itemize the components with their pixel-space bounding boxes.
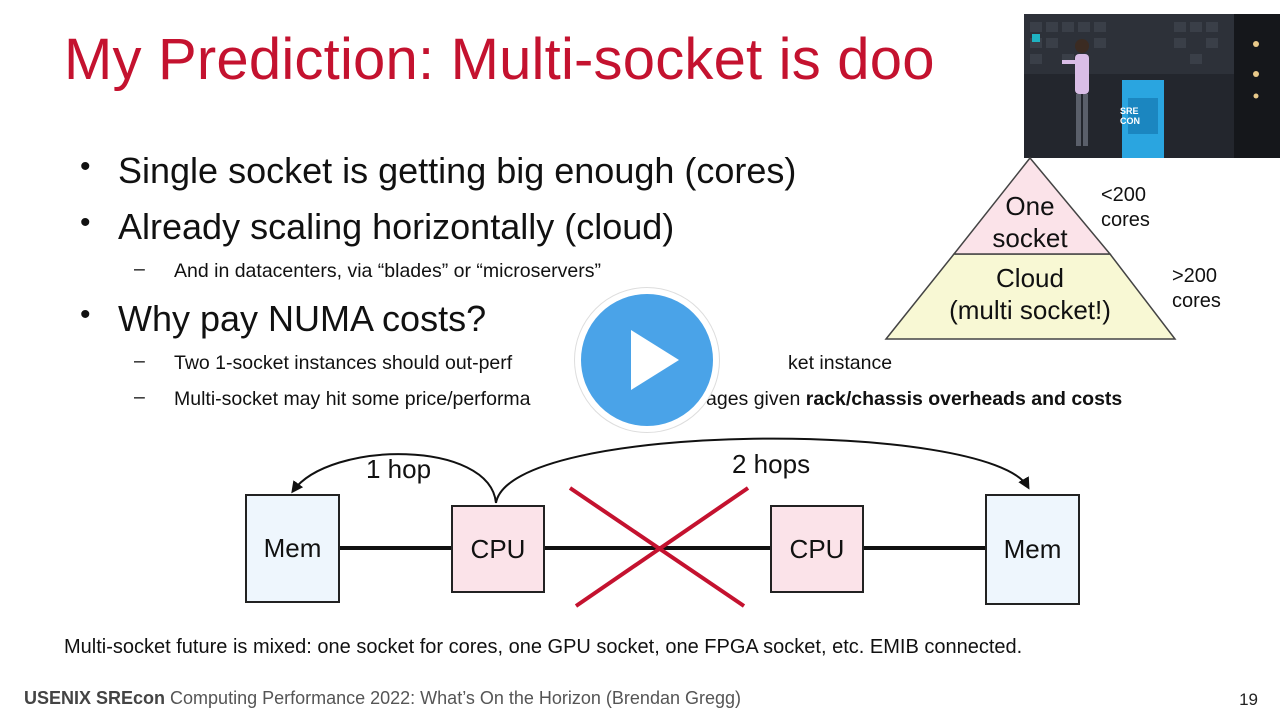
sub-bullet-text-mid: ages given rack/chassis overheads and co… — [706, 388, 1122, 411]
pyramid-bottom-line1: Cloud — [996, 263, 1064, 293]
pyramid-top-label: <200 cores — [1101, 183, 1150, 233]
cpu-label-right: CPU — [789, 533, 845, 564]
mem-label-left: Mem — [263, 533, 322, 563]
slide-footer: USENIX SREcon Computing Performance 2022… — [24, 688, 741, 709]
cpu-label-left: CPU — [470, 533, 526, 564]
slide-title: My Prediction: Multi-socket is doo — [64, 27, 935, 92]
sub-bullet-dash: – — [134, 386, 145, 408]
pyramid-top-line2: socket — [992, 223, 1068, 253]
sub-bullet-dash: – — [134, 350, 145, 372]
hop1-label: 1 hop — [366, 454, 432, 484]
pyramid-bottom-text: Cloud (multi socket!) — [925, 262, 1135, 326]
stage-sign-line2: CON — [1120, 116, 1140, 126]
bullet-text: Why pay NUMA costs? — [118, 298, 487, 339]
pyramid-bottom-line2: (multi socket!) — [949, 295, 1111, 325]
mem-box-right: Mem — [985, 494, 1080, 605]
mem-label-right: Mem — [1003, 534, 1062, 564]
stage-sign: SRE CON — [1120, 106, 1144, 126]
pyramid-bottom-label-line1: >200 — [1172, 265, 1218, 287]
mem-box-left: Mem — [245, 494, 340, 603]
speaker-video-frame — [1024, 14, 1280, 158]
hop2-label: 2 hops — [732, 449, 811, 479]
play-icon — [631, 330, 679, 390]
sub-bullet-text: Two 1-socket instances should out-perf — [174, 352, 513, 374]
cpu-box-right: CPU — [770, 505, 864, 593]
sub-bullet-dash: – — [134, 258, 145, 280]
pyramid-bottom-label-line2: cores — [1172, 290, 1221, 312]
bullet-dot: • — [80, 206, 91, 239]
speaker-video[interactable]: SRE CON — [1024, 14, 1280, 158]
page-number: 19 — [1239, 690, 1258, 709]
pyramid-top-tier — [952, 156, 1112, 255]
bullet-text: Already scaling horizontally (cloud) — [118, 206, 675, 247]
cross-line-1 — [568, 486, 746, 608]
hop2-arrow — [495, 437, 1030, 504]
play-button[interactable] — [575, 288, 719, 432]
sub-bullet-text: And in datacenters, via “blades” or “mic… — [174, 260, 601, 282]
sub-bullet-bold: rack/chassis overheads and costs — [805, 388, 1123, 410]
sub-bullet-text-mid-plain: ages given — [706, 388, 806, 410]
cross-line-2 — [574, 486, 750, 608]
stage-sign-line1: SRE — [1120, 106, 1139, 116]
sub-bullet-text-after: ket instance — [788, 352, 893, 374]
bullet-dot: • — [80, 298, 91, 331]
cpu-box-left: CPU — [451, 505, 545, 593]
pyramid-top-text: One socket — [970, 190, 1090, 254]
footer-brand: USENIX SREcon — [24, 688, 166, 708]
footer-text: Computing Performance 2022: What’s On th… — [170, 688, 742, 708]
sub-bullet-text: Multi-socket may hit some price/performa — [174, 388, 531, 410]
pyramid-top-label-line1: <200 — [1101, 184, 1147, 206]
bullet-dot: • — [80, 150, 91, 183]
pyramid-top-line1: One — [1005, 191, 1055, 221]
hop1-arrow — [291, 453, 497, 504]
bullet-text: Single socket is getting big enough (cor… — [118, 150, 797, 191]
pyramid-bottom-label: >200 cores — [1172, 264, 1221, 314]
footer-note: Multi-socket future is mixed: one socket… — [64, 636, 1023, 658]
pyramid-top-label-line2: cores — [1101, 209, 1150, 231]
pyramid-diagram — [884, 156, 1177, 340]
